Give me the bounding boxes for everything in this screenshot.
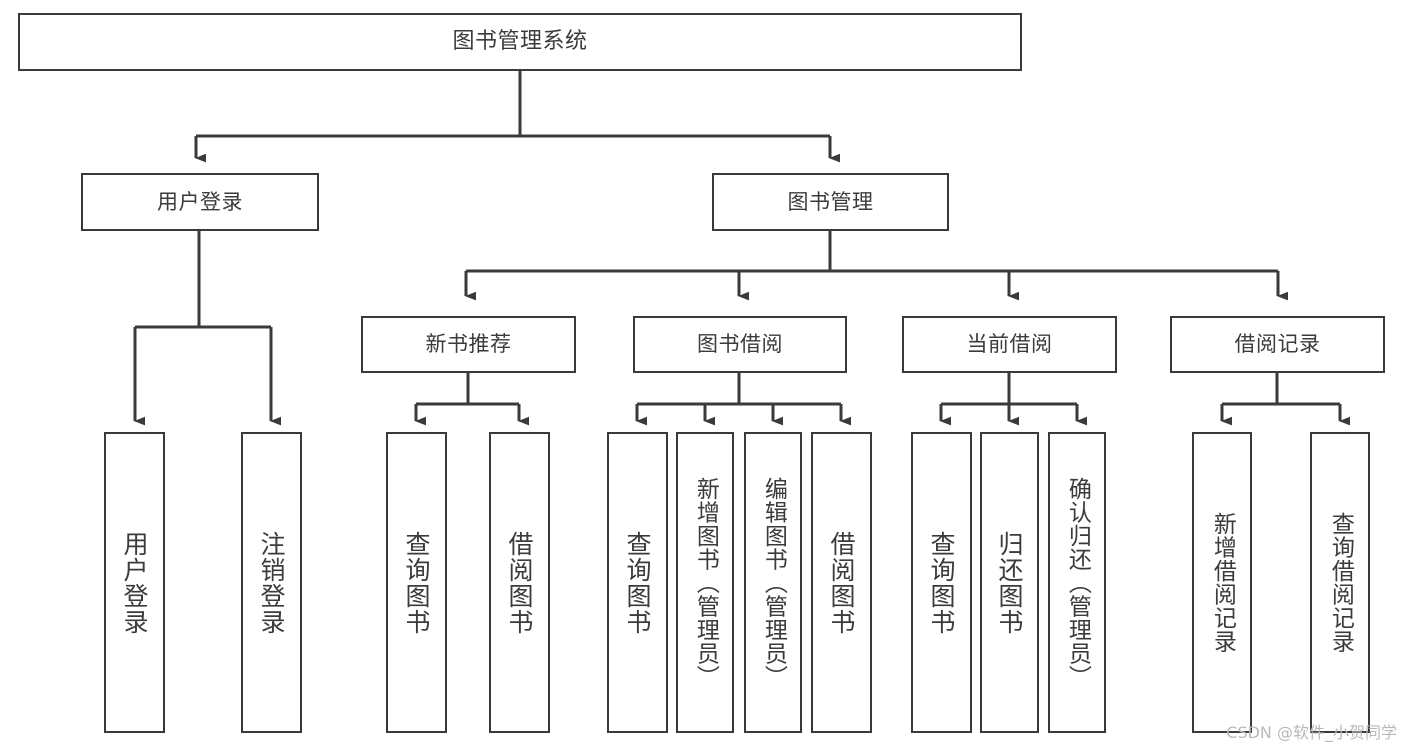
node-root-label: 图书管理系统: [452, 29, 588, 55]
node-leaf-confirm-return-label: 确认归还（管理员）: [1064, 476, 1091, 689]
node-leaf-add-record-label: 新增借阅记录: [1209, 512, 1236, 653]
node-new-book-recommend[interactable]: 新书推荐: [361, 316, 576, 373]
node-leaf-add-record[interactable]: 新增借阅记录: [1192, 432, 1252, 733]
node-leaf-query-record-label: 查询借阅记录: [1327, 512, 1354, 653]
node-current-borrow[interactable]: 当前借阅: [902, 316, 1117, 373]
node-leaf-user-logout-label: 注销登录: [257, 530, 286, 635]
node-leaf-return-book[interactable]: 归还图书: [980, 432, 1039, 733]
node-leaf-query-book-3[interactable]: 查询图书: [911, 432, 972, 733]
node-leaf-user-login-label: 用户登录: [120, 530, 149, 635]
node-leaf-edit-book[interactable]: 编辑图书（管理员）: [744, 432, 802, 733]
node-book-borrow-label: 图书借阅: [697, 332, 783, 357]
node-leaf-query-book-1-label: 查询图书: [402, 530, 431, 635]
node-borrow-record-label: 借阅记录: [1234, 332, 1321, 357]
node-leaf-query-book-1[interactable]: 查询图书: [386, 432, 447, 733]
node-leaf-query-book-2[interactable]: 查询图书: [607, 432, 668, 733]
watermark: CSDN @软件_小贺同学: [1226, 723, 1397, 742]
node-leaf-user-logout[interactable]: 注销登录: [241, 432, 302, 733]
node-leaf-return-book-label: 归还图书: [995, 530, 1024, 635]
node-user-login[interactable]: 用户登录: [81, 173, 319, 231]
node-leaf-confirm-return[interactable]: 确认归还（管理员）: [1048, 432, 1106, 733]
node-leaf-user-login[interactable]: 用户登录: [104, 432, 165, 733]
node-new-book-recommend-label: 新书推荐: [425, 332, 512, 357]
node-leaf-borrow-book-2-label: 借阅图书: [827, 530, 856, 635]
node-book-manage[interactable]: 图书管理: [712, 173, 949, 231]
node-leaf-borrow-book-1-label: 借阅图书: [505, 530, 534, 635]
node-current-borrow-label: 当前借阅: [966, 332, 1053, 357]
node-root[interactable]: 图书管理系统: [18, 13, 1022, 71]
node-borrow-record[interactable]: 借阅记录: [1170, 316, 1385, 373]
node-leaf-query-book-2-label: 查询图书: [623, 530, 652, 635]
node-leaf-query-record[interactable]: 查询借阅记录: [1310, 432, 1370, 733]
node-leaf-edit-book-label: 编辑图书（管理员）: [760, 476, 787, 689]
node-leaf-add-book-label: 新增图书（管理员）: [692, 476, 719, 689]
node-leaf-borrow-book-2[interactable]: 借阅图书: [811, 432, 872, 733]
node-book-borrow[interactable]: 图书借阅: [633, 316, 847, 373]
node-book-manage-label: 图书管理: [787, 189, 874, 214]
node-user-login-label: 用户登录: [157, 189, 243, 214]
node-leaf-borrow-book-1[interactable]: 借阅图书: [489, 432, 550, 733]
node-leaf-query-book-3-label: 查询图书: [927, 530, 956, 635]
node-leaf-add-book[interactable]: 新增图书（管理员）: [676, 432, 734, 733]
